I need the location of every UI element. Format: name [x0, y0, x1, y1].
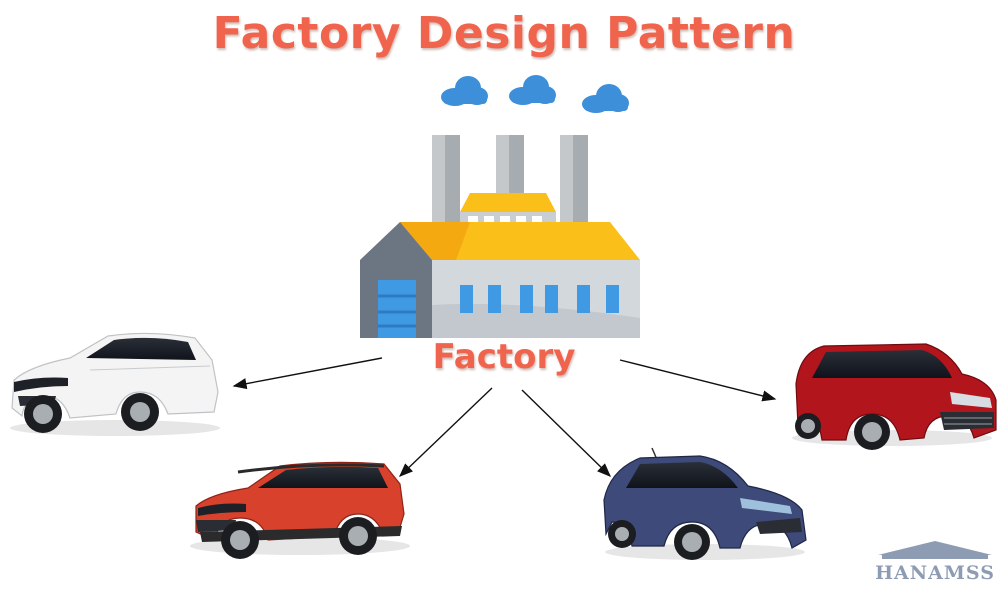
arrow-to-suzuki: [398, 387, 493, 477]
arrow-to-hyundai: [521, 389, 612, 477]
arrow-to-honda: [232, 357, 383, 390]
car-honda-icon: [10, 332, 220, 436]
factory-label: Factory: [432, 337, 576, 377]
diagram-title: Factory Design Pattern: [212, 8, 796, 59]
watermark-text: HANAMSS: [875, 562, 995, 584]
cloud-icon: [509, 75, 556, 105]
car-hyundai-icon: [603, 447, 807, 560]
cloud-icon: [441, 76, 488, 106]
watermark-logo-icon: [878, 541, 992, 559]
factory-icon: [360, 135, 640, 338]
car-suzuki-icon: [190, 461, 410, 559]
car-mitsubishi-icon: [792, 343, 997, 450]
arrow-to-mitsubishi: [619, 359, 777, 402]
cloud-icon: [582, 84, 629, 113]
